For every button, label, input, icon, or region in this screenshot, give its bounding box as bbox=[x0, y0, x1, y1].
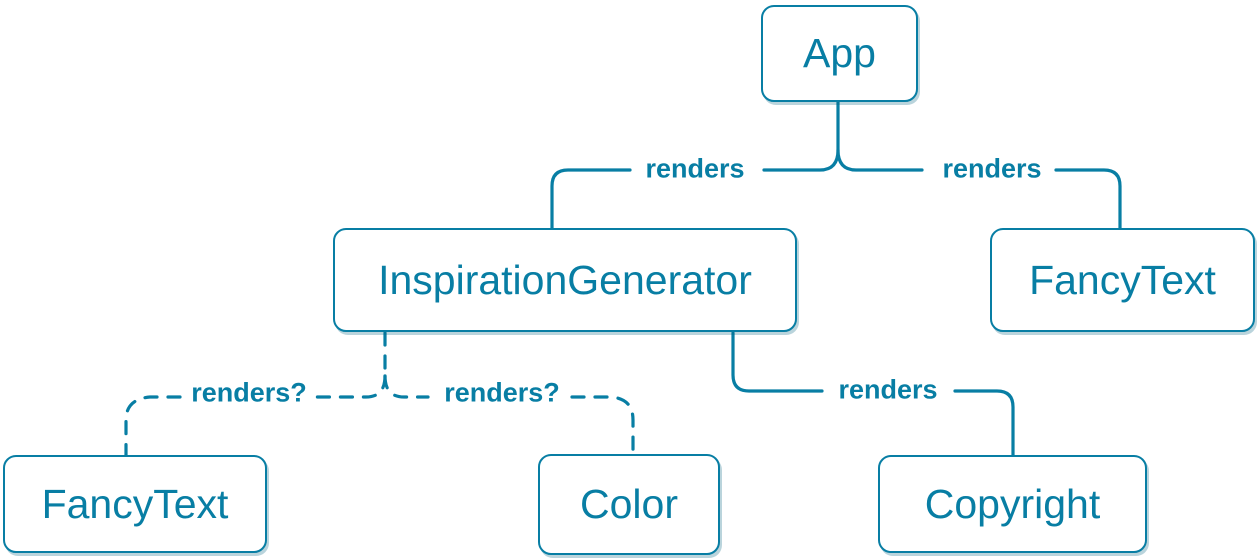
node-fancy-text-top-label: FancyText bbox=[1029, 256, 1216, 303]
node-copyright: Copyright bbox=[878, 455, 1147, 553]
edge-app-right-curve bbox=[836, 148, 924, 172]
edge-inspiration-generator-to-fancy-text-start bbox=[314, 374, 387, 399]
edge-label-inspiration-generator-to-color: renders? bbox=[444, 377, 560, 408]
node-fancy-text-top: FancyText bbox=[990, 228, 1255, 332]
node-inspiration-generator-label: InspirationGenerator bbox=[378, 256, 752, 303]
edge-inspiration-generator-to-copyright-start bbox=[731, 331, 824, 393]
edge-inspiration-generator-to-fancy-text-drop bbox=[124, 395, 182, 458]
node-fancy-text-bottom-label: FancyText bbox=[41, 480, 229, 527]
edge-label-inspiration-generator-to-fancy-text: renders? bbox=[191, 377, 307, 408]
node-color-label: Color bbox=[580, 481, 678, 527]
edge-inspiration-generator-to-copyright-drop bbox=[953, 389, 1015, 458]
node-fancy-text-bottom: FancyText bbox=[3, 455, 267, 553]
node-app: App bbox=[761, 5, 918, 102]
edge-inspiration-generator-to-color-start bbox=[383, 374, 430, 399]
node-inspiration-generator: InspirationGenerator bbox=[333, 228, 797, 332]
edge-label-app-to-fancy-text: renders bbox=[942, 153, 1042, 184]
node-copyright-label: Copyright bbox=[924, 480, 1101, 527]
edge-app-to-fancy-text-drop bbox=[1054, 168, 1122, 231]
edge-app-to-inspiration-generator-drop bbox=[550, 168, 632, 231]
node-color: Color bbox=[538, 454, 720, 555]
node-app-label: App bbox=[803, 30, 876, 76]
edge-app-stem-and-left-curve bbox=[762, 99, 840, 172]
edge-inspiration-generator-to-color-drop bbox=[570, 395, 635, 456]
edge-label-inspiration-generator-to-copyright: renders bbox=[838, 374, 938, 405]
edge-label-app-to-inspiration-generator: renders bbox=[645, 153, 745, 184]
